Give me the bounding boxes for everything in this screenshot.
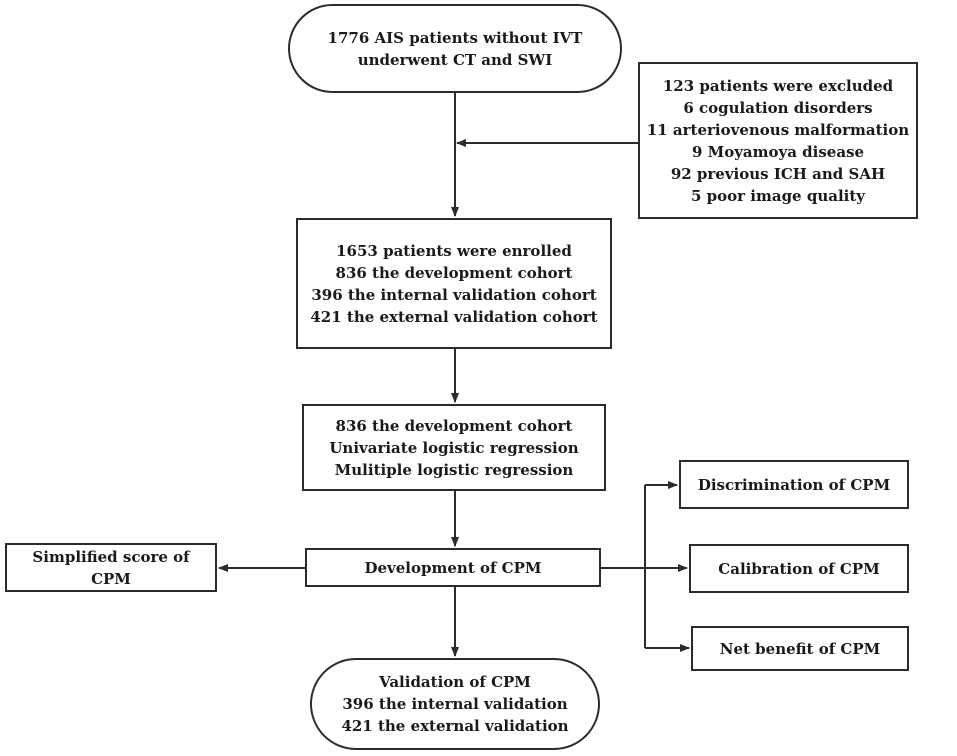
calibration-box: Calibration of CPM bbox=[689, 544, 909, 593]
box-text-line: 836 the development cohort bbox=[335, 416, 573, 435]
discrimination-box: Discrimination of CPM bbox=[679, 460, 909, 509]
box-text-line: CPM bbox=[91, 569, 131, 588]
box-text-line: 123 patients were excluded bbox=[662, 76, 894, 95]
box-text-line: 396 the internal validation bbox=[342, 695, 568, 713]
box-text-line: 9 Moyamoya disease bbox=[691, 142, 865, 161]
box-text-line: 1653 patients were enrolled bbox=[336, 241, 572, 260]
box-text-line: 6 cogulation disorders bbox=[683, 98, 873, 117]
enrolled-patients-box: 1653 patients were enrolled 836 the devel… bbox=[296, 218, 612, 349]
box-text-line: Validation of CPM bbox=[379, 673, 531, 691]
simplified-score-box: Simplified score of CPM bbox=[5, 543, 217, 592]
box-text-line: Univariate logistic regression bbox=[329, 438, 579, 457]
exclusion-criteria-box: 123 patients were excluded 6 cogulation d… bbox=[638, 62, 918, 219]
box-text-line: 836 the development cohort bbox=[335, 263, 573, 282]
box-text-line: 421 the external validation bbox=[341, 717, 569, 735]
start-population-box: 1776 AIS patients without IVT underwent C… bbox=[288, 4, 622, 93]
box-text-line: underwent CT and SWI bbox=[357, 50, 553, 69]
box-text-line: 11 arteriovenous malformation bbox=[646, 120, 910, 139]
validation-box: Validation of CPM 396 the internal valida… bbox=[310, 658, 600, 750]
box-text-line: Net benefit of CPM bbox=[719, 639, 881, 658]
box-text-line: 1776 AIS patients without IVT bbox=[327, 28, 583, 47]
box-text-line: 421 the external validation cohort bbox=[310, 307, 598, 326]
box-text-line: 92 previous ICH and SAH bbox=[670, 164, 886, 183]
net-benefit-box: Net benefit of CPM bbox=[691, 626, 909, 671]
box-text-line: 396 the internal validation cohort bbox=[311, 285, 597, 304]
box-text-line: Calibration of CPM bbox=[718, 559, 880, 578]
box-text-line: Development of CPM bbox=[364, 558, 542, 577]
development-of-cpm-box: Development of CPM bbox=[305, 548, 601, 587]
box-text-line: Mulitiple logistic regression bbox=[334, 460, 574, 479]
box-text-line: Simplified score of bbox=[32, 547, 190, 566]
box-text-line: 5 poor image quality bbox=[691, 186, 865, 205]
box-text-line: Discrimination of CPM bbox=[697, 475, 891, 494]
